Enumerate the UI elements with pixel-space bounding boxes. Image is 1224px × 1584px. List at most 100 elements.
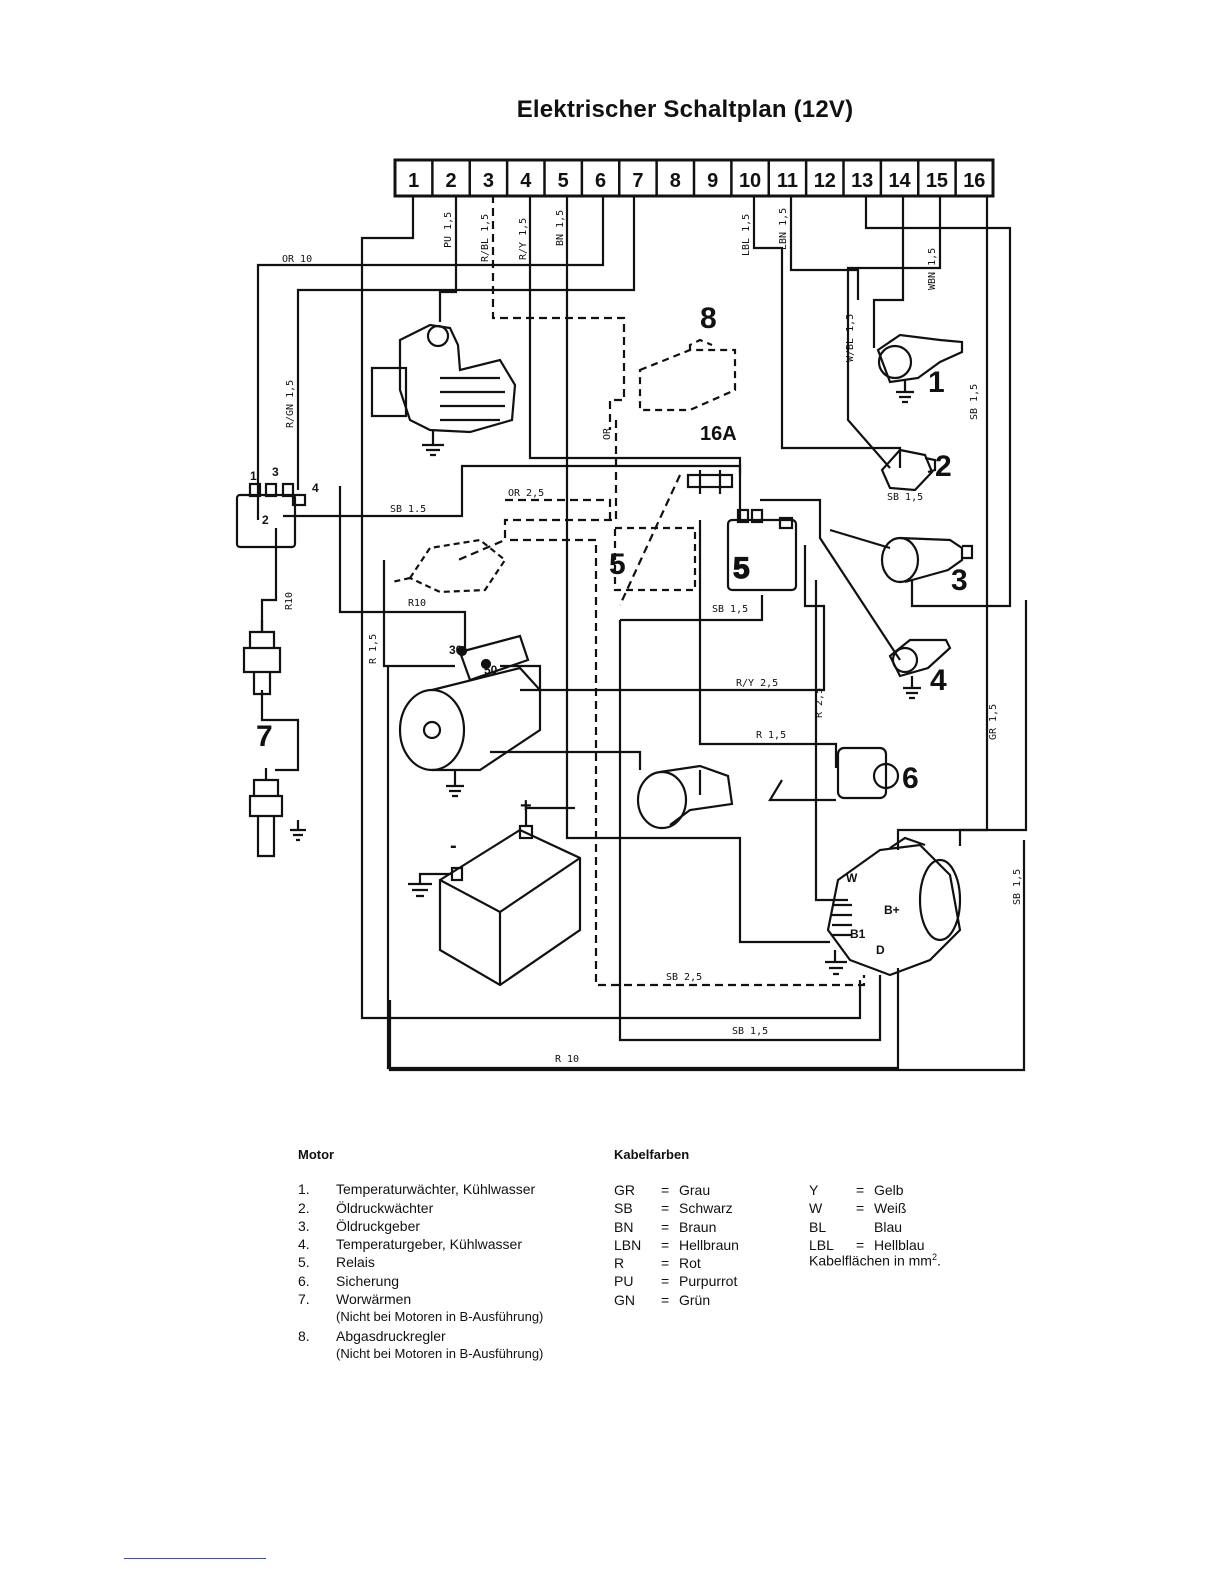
number-2: 2 [935, 450, 952, 483]
legend-item-note: (Nicht bei Motoren in B-Ausführung) [336, 1345, 544, 1361]
legend-item-number: 4. [298, 1236, 310, 1253]
wire-lbn [789, 195, 860, 300]
terminal-10: 10 [739, 170, 761, 192]
color-name: Hellblau [874, 1236, 925, 1253]
legend-item-text: Öldruckgeber [336, 1217, 421, 1234]
terminal-3: 3 [483, 170, 494, 192]
terminal-marks: 30 50 W B+ B1 D + - 1 2 3 4 [250, 465, 900, 957]
legend-colors: Kabelfarben [614, 1146, 1034, 1180]
glow-plug-lower [248, 768, 306, 858]
color-code: BL [809, 1218, 827, 1235]
legend-item-number: 7. [298, 1291, 310, 1308]
area-note-sup: 2 [931, 1252, 937, 1262]
component-numbers: 1 2 3 4 5 5 6 7 8 16A [256, 302, 968, 795]
color-code: W [809, 1200, 823, 1217]
color-row: R=Rot [614, 1254, 739, 1272]
terminal-4: 4 [520, 170, 532, 192]
wire-t15 [846, 195, 942, 469]
legend-item-number: 8. [298, 1327, 310, 1344]
wire-label-rgn15: R/GN 1,5 [285, 380, 296, 428]
color-row: BN=Braun [614, 1218, 739, 1236]
number-5a: 5 [609, 548, 626, 581]
mark-d: D [876, 943, 885, 957]
alternator [825, 836, 962, 977]
wire-sb15-right [388, 840, 1026, 1072]
color-name: Braun [679, 1218, 717, 1235]
wire-sb15-relay [620, 595, 764, 622]
terminal-14: 14 [888, 170, 911, 192]
wire-glow-dashed [510, 538, 866, 987]
wire-label-gr15: GR 1,5 [988, 704, 999, 740]
wire-sb15-g3 [829, 528, 891, 550]
color-name: Rot [679, 1255, 701, 1272]
wire-label-lbl15: LBL 1,5 [741, 214, 752, 256]
ground-symbol [896, 380, 914, 404]
legend-item: 3.Öldruckgeber [298, 1217, 618, 1235]
color-name: Gelb [874, 1182, 904, 1198]
components [235, 323, 974, 987]
area-note: Kabelflächen in mm2. [809, 1252, 941, 1269]
color-eq: = [856, 1236, 865, 1253]
terminal-1: 1 [408, 170, 419, 192]
mark-b1: B1 [850, 927, 866, 941]
wire-label-or10: OR 10 [282, 254, 312, 265]
color-row: GR=Grau [614, 1181, 739, 1199]
relay-5 [726, 508, 798, 592]
mark-50: 50 [484, 663, 498, 677]
legend-item-text: Relais [336, 1254, 375, 1271]
terminal-9: 9 [707, 170, 718, 192]
terminal-16: 16 [963, 170, 985, 192]
wire-r10-relay [338, 486, 467, 648]
legend-item-number: 1. [298, 1181, 310, 1198]
ground-symbol [903, 676, 921, 700]
sender-2 [880, 448, 937, 492]
wire-r15-starter [382, 560, 455, 668]
relay-5-dashed [613, 526, 697, 592]
wire-t7 [296, 195, 636, 490]
color-name: Grau [679, 1182, 711, 1198]
legend-item: 5.Relais [298, 1253, 618, 1271]
wire-fuse-alt [768, 779, 836, 802]
color-name: Schwarz [679, 1200, 733, 1217]
color-code: Y [809, 1182, 819, 1198]
color-name: Hellbraun [679, 1236, 739, 1253]
terminal-5: 5 [558, 170, 569, 192]
wire-label-sb15c: SB 1,5 [712, 604, 748, 615]
wire-label-or25: OR 2,5 [508, 488, 544, 499]
wire-r15-fuse [698, 520, 838, 768]
sender-4 [888, 638, 952, 700]
mark-relay-4: 4 [312, 481, 319, 495]
number-8: 8 [700, 302, 717, 335]
starter-motor [398, 634, 542, 798]
wire-t16 [896, 195, 989, 850]
wire-label-rbl15: R/BL 1,5 [480, 214, 491, 262]
wire-label-ry25: R/Y 2,5 [736, 678, 778, 689]
color-row: GN=Grün [614, 1291, 739, 1309]
legend-item: 7.Worwärmen [298, 1290, 618, 1308]
wire-label-r25: R 2,5 [814, 688, 825, 718]
legend-item: 2.Öldruckwächter [298, 1199, 618, 1217]
wire-label-sb15e: SB 1,5 [1012, 869, 1023, 905]
color-code: BN [614, 1218, 634, 1235]
number-7: 7 [256, 720, 273, 753]
wire-t4-ry [528, 195, 742, 520]
color-row: LBN=Hellbraun [614, 1236, 739, 1254]
wire-t6 [256, 195, 605, 520]
wire-pu [438, 195, 458, 322]
legend-item-text: Öldruckwächter [336, 1199, 434, 1216]
footer-rule [124, 1558, 266, 1559]
wire-or-dashed [457, 420, 618, 562]
mark-relay-3: 3 [272, 465, 279, 479]
terminal-2: 2 [446, 170, 457, 192]
wire-labels: PU 1,5 R/BL 1,5 R/Y 1,5 BN 1,5 LBL 1,5 L… [282, 208, 1023, 1065]
legend-item: 8.Abgasdruckregler [298, 1327, 618, 1345]
glow-plug-upper [242, 620, 282, 696]
legend-item: 6.Sicherung [298, 1272, 618, 1290]
exhaust-regulator [638, 338, 737, 412]
number-16a: 16A [700, 423, 737, 445]
fuse [836, 746, 900, 800]
